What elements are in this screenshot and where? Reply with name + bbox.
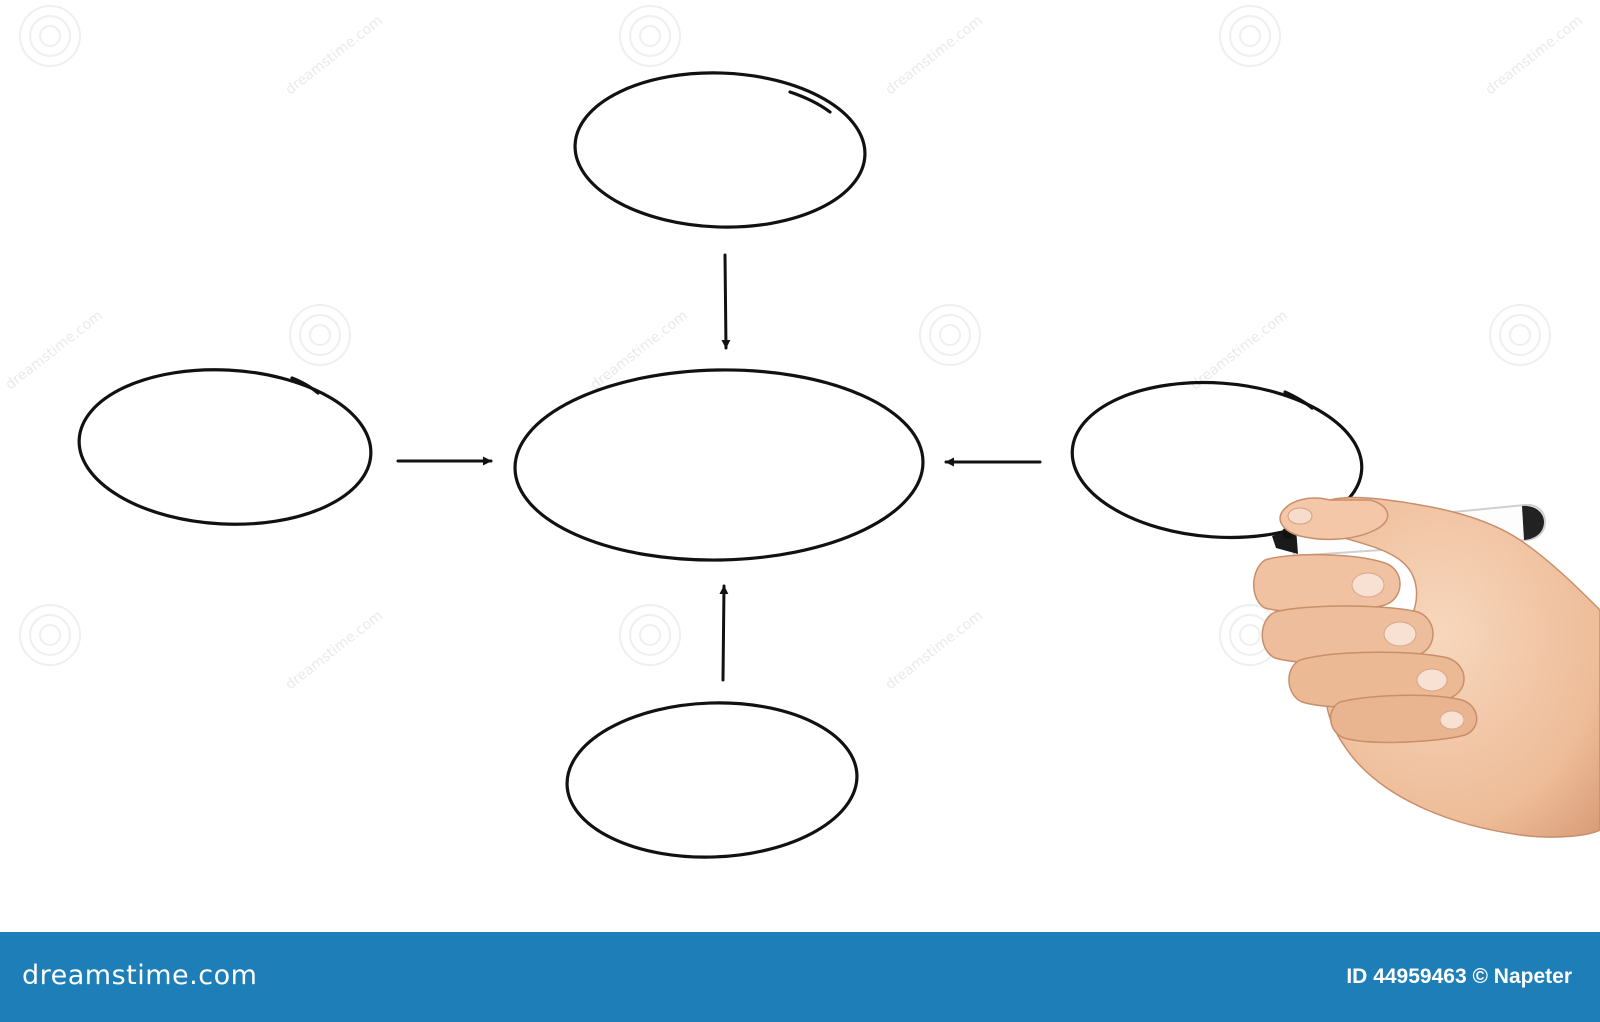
diagram-nodes: [77, 71, 1364, 859]
watermark-text: dreamstime.com: [883, 13, 986, 99]
author-name: Napeter: [1493, 965, 1572, 988]
footer-bar: dreamstime.com ID 44959463 © Napeter: [0, 932, 1600, 1022]
node-right-stroke-overlap: [1283, 390, 1314, 410]
watermark-text: dreamstime.com: [1483, 13, 1586, 99]
arrow-bottom-to-center: [719, 584, 729, 682]
node-left-stroke-overlap: [290, 376, 320, 395]
diagram-edges: [396, 253, 1042, 682]
watermark-text: dreamstime.com: [588, 308, 691, 394]
watermark-text: dreamstime.com: [1188, 308, 1291, 394]
hand-with-marker: [1253, 496, 1600, 838]
watermark-text: dreamstime.com: [3, 308, 106, 394]
node-center: [513, 368, 925, 562]
brand-logo: dreamstime.com: [22, 960, 258, 991]
arrow-top-to-center: [721, 253, 731, 350]
node-bottom: [565, 701, 859, 859]
id-label: ID: [1346, 965, 1368, 988]
watermark-text: dreamstime.com: [883, 608, 986, 694]
image-credit: ID 44959463 © Napeter: [1346, 965, 1572, 989]
hand-finger-index: [1253, 553, 1401, 613]
watermark-swirl: [19, 5, 1551, 666]
copyright-icon: ©: [1472, 965, 1488, 988]
thumbnail: [1287, 507, 1313, 525]
watermark-text: dreamstime.com: [283, 608, 386, 694]
watermark-text: dreamstime.com: [283, 13, 386, 99]
hand-finger-pinky: [1330, 694, 1478, 744]
node-left: [77, 368, 373, 526]
fingernails: [1351, 572, 1465, 730]
id-value: 44959463: [1373, 965, 1467, 988]
diagram-scene: dreamstime.com dreamstime.com dreamstime…: [3, 5, 1600, 859]
node-top: [573, 71, 867, 229]
hand-thumb: [1279, 497, 1389, 541]
node-top-stroke-overlap: [788, 90, 832, 114]
node-right: [1070, 380, 1364, 540]
